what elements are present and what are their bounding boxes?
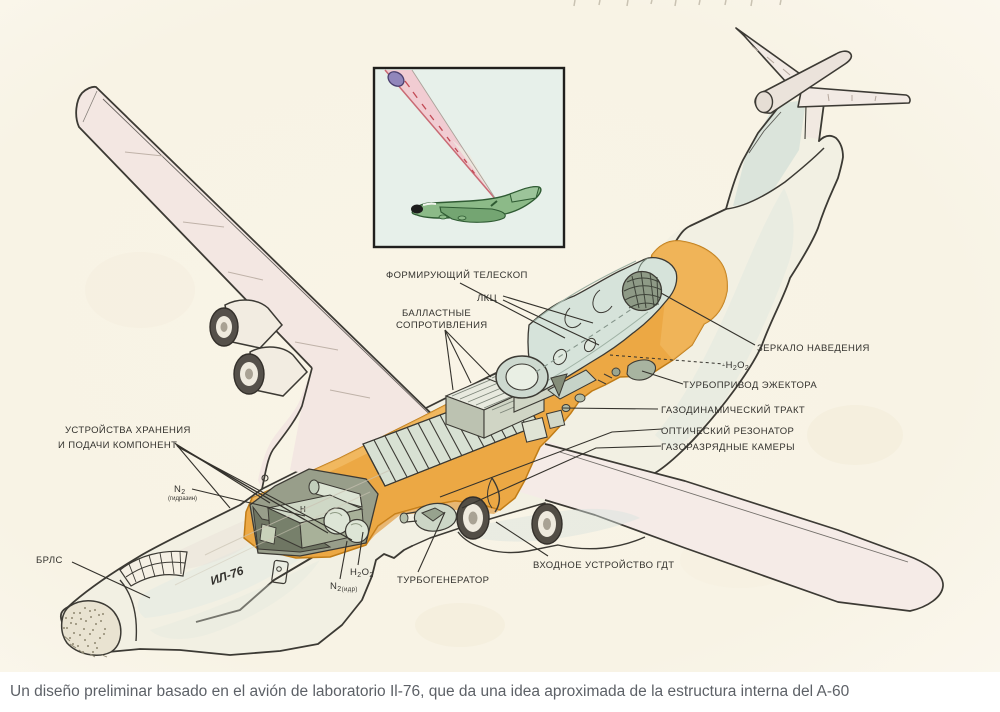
svg-text:ЛКЦ: ЛКЦ <box>477 293 497 304</box>
svg-text:СОПРОТИВЛЕНИЯ: СОПРОТИВЛЕНИЯ <box>396 320 488 331</box>
svg-text:(гидразин): (гидразин) <box>168 496 197 502</box>
svg-text:ОПТИЧЕСКИЙ РЕЗОНАТОР: ОПТИЧЕСКИЙ РЕЗОНАТОР <box>661 425 794 437</box>
svg-text:ФОРМИРУЮЩИЙ ТЕЛЕСКОП: ФОРМИРУЮЩИЙ ТЕЛЕСКОП <box>386 269 528 281</box>
svg-text:И ПОДАЧИ КОМПОНЕНТ: И ПОДАЧИ КОМПОНЕНТ <box>58 440 177 451</box>
svg-text:ГАЗОРАЗРЯДНЫЕ КАМЕРЫ: ГАЗОРАЗРЯДНЫЕ КАМЕРЫ <box>661 442 795 453</box>
svg-text:УСТРОЙСТВА ХРАНЕНИЯ: УСТРОЙСТВА ХРАНЕНИЯ <box>65 424 191 436</box>
svg-text:ТУРБОГЕНЕРАТОР: ТУРБОГЕНЕРАТОР <box>397 575 489 586</box>
svg-text:ВХОДНОЕ УСТРОЙСТВО ГДТ: ВХОДНОЕ УСТРОЙСТВО ГДТ <box>533 559 674 571</box>
svg-text:БАЛЛАСТНЫЕ: БАЛЛАСТНЫЕ <box>402 308 471 319</box>
svg-text:БРЛС: БРЛС <box>36 555 63 566</box>
svg-text:ТУРБОПРИВОД ЭЖЕКТОРА: ТУРБОПРИВОД ЭЖЕКТОРА <box>683 380 817 391</box>
svg-text:ГАЗОДИНАМИЧЕСКИЙ ТРАКТ: ГАЗОДИНАМИЧЕСКИЙ ТРАКТ <box>661 404 805 416</box>
svg-text:H2O2: H2O2 <box>350 567 374 579</box>
svg-text:N2: N2 <box>174 484 186 496</box>
svg-text:-H2O2: -H2O2 <box>722 360 749 372</box>
svg-text:ЗЕРКАЛО НАВЕДЕНИЯ: ЗЕРКАЛО НАВЕДЕНИЯ <box>757 343 870 354</box>
